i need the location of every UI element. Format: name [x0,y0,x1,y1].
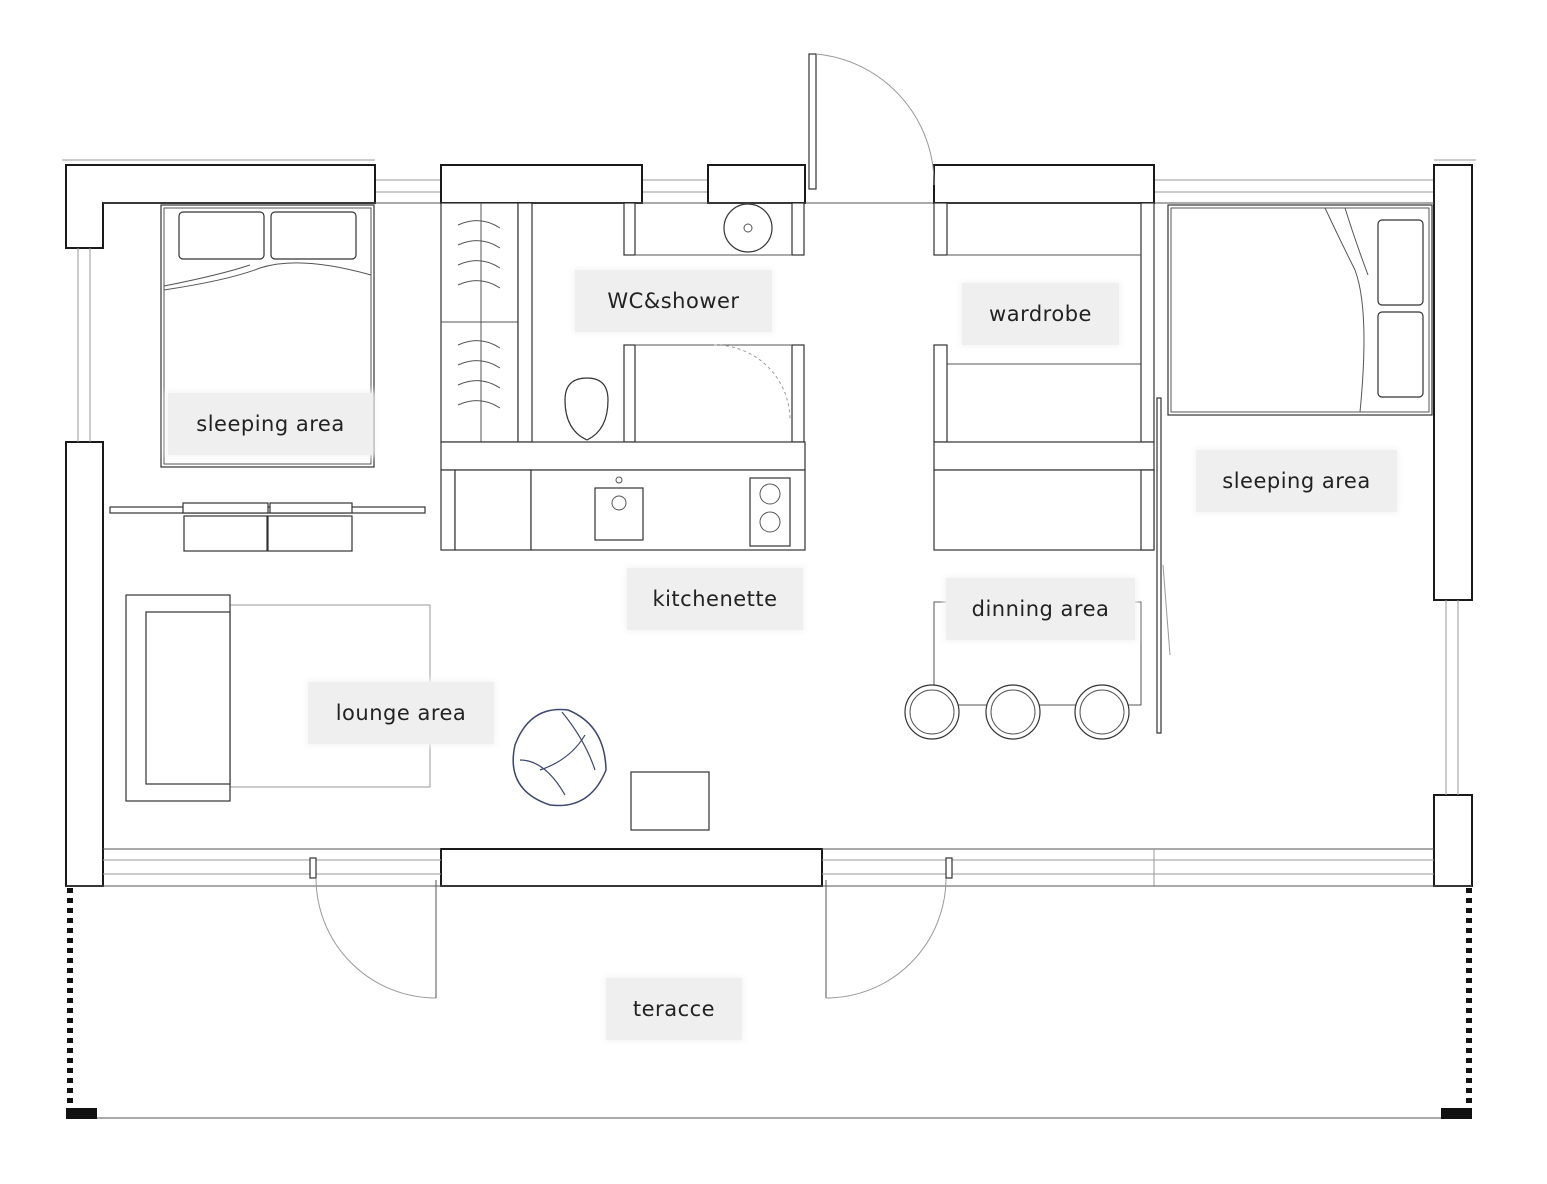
wardrobe-room [933,202,1171,734]
bed-right [1167,204,1433,416]
kitchenette-counter [440,441,806,551]
label-kitchenette: kitchenette [627,568,803,630]
label-wc-shower: WC&shower [575,270,772,332]
wall-right-lower [1433,794,1473,887]
wall-top-right-corner [1433,164,1473,601]
label-wardrobe: wardrobe [962,283,1119,345]
dining-table [904,601,1142,740]
entrance-door [808,53,935,190]
closet-left [440,202,533,443]
label-dining-area: dinning area [946,578,1135,640]
coffee-table [630,771,710,831]
desk-left [109,502,426,552]
wc-shower-room [558,202,805,443]
label-sleeping-area-right: sleeping area [1196,450,1397,512]
terrace-railing [66,888,1472,1119]
wall-top-mid [440,164,643,204]
bottom-glazing [66,848,1472,887]
wall-top-right [933,164,1155,204]
label-terrace: teracce [606,978,742,1040]
side-windows [77,248,1459,795]
exterior-walls [65,164,1473,887]
sofa [125,594,431,802]
wall-top-door-left [707,164,806,204]
wall-left-lower [65,441,104,887]
terrace-doors [309,857,953,999]
top-window-frames [62,159,1476,193]
label-lounge-area: lounge area [308,682,494,744]
wall-bottom-mid [440,848,823,887]
armchair [512,708,607,807]
label-sleeping-area-left: sleeping area [168,393,373,455]
